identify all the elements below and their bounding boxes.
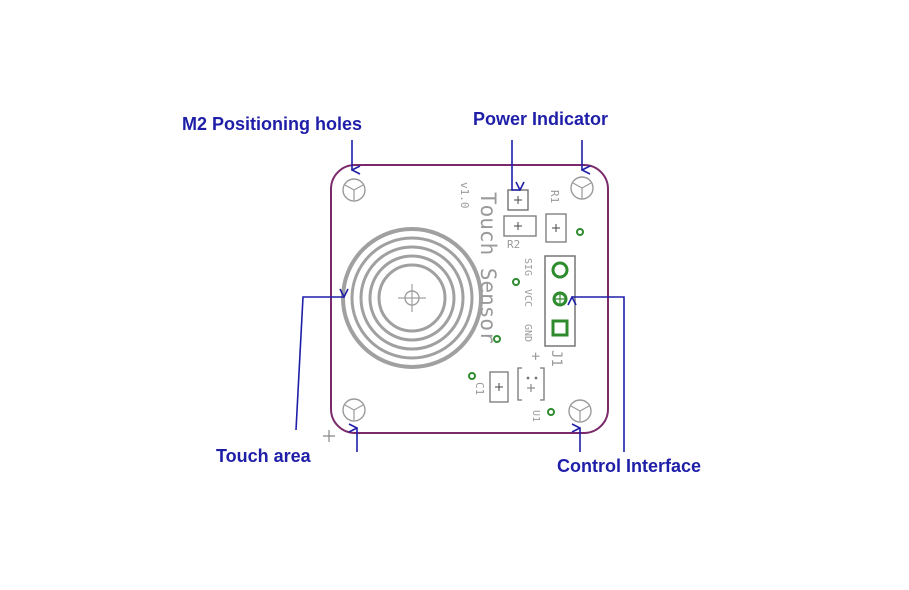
pin-label-sig: SIG: [522, 258, 533, 276]
touch-pad: [341, 227, 483, 369]
via: [576, 228, 584, 236]
capacitor-c1: [489, 371, 509, 403]
j1-label: J1: [548, 350, 564, 367]
via: [547, 408, 555, 416]
r2-label: R2: [507, 238, 520, 251]
pin-label-vcc: VCC: [522, 289, 533, 307]
chip-u1: [517, 367, 545, 401]
via: [512, 278, 520, 286]
plus-mark: +: [527, 352, 543, 360]
resistor-r1: [545, 213, 567, 243]
board-outline: [330, 164, 609, 434]
pin-label-gnd: GND: [522, 324, 533, 342]
positioning-hole-top-right: [570, 176, 594, 200]
callout-touch-area: Touch area: [216, 446, 311, 466]
c1-label: C1: [473, 382, 486, 395]
u1-label: U1: [530, 410, 541, 422]
positioning-hole-bottom-left: [342, 398, 366, 422]
registration-cross: [323, 430, 335, 442]
positioning-hole-top-left: [342, 178, 366, 202]
callout-lines: [295, 140, 625, 452]
via: [493, 335, 501, 343]
callout-control-interface: Control Interface: [557, 456, 702, 476]
resistor-r2: [503, 215, 537, 237]
control-interface-connector: [544, 255, 576, 347]
board-title: Touch Sensor: [476, 192, 500, 344]
callout-power-indicator: Power Indicator: [473, 109, 609, 129]
version-label: v1.0: [458, 182, 471, 209]
positioning-hole-bottom-right: [568, 399, 592, 423]
via: [468, 372, 476, 380]
callout-positioning-holes: M2 Positioning holes: [182, 114, 363, 134]
r1-label: R1: [548, 190, 561, 203]
power-indicator-led: [507, 189, 529, 211]
